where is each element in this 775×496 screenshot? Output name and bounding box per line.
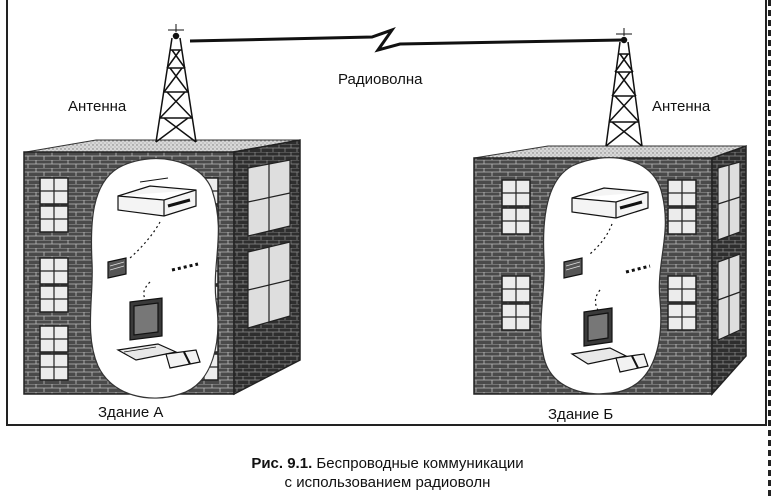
- building-a: [23, 24, 301, 399]
- figure-number: Рис. 9.1.: [251, 455, 313, 472]
- page-edge-mark: [768, 0, 771, 496]
- antenna-left-label: Антенна: [68, 98, 127, 115]
- building-b-interior-bubble: [540, 157, 666, 395]
- radio-wave-label: Радиоволна: [338, 71, 423, 88]
- building-a-side-windows: [247, 159, 291, 329]
- building-b-label: Здание Б: [548, 406, 614, 423]
- figure-frame: [6, 0, 767, 426]
- figure-caption: Рис. 9.1. Беспроводные коммуникации с ис…: [0, 454, 775, 492]
- antenna-right-label: Антенна: [652, 98, 711, 115]
- building-b: [473, 28, 747, 396]
- building-a-label: Здание А: [98, 404, 164, 421]
- building-a-interior-bubble: [89, 157, 219, 399]
- antenna-tower-a: [155, 24, 197, 143]
- building-a-devices: [107, 177, 201, 369]
- caption-line-2: с использованием радиоволн: [284, 474, 491, 491]
- caption-line-1: Беспроводные коммуникации: [316, 455, 524, 472]
- radio-wave-line: [189, 27, 623, 53]
- building-b-devices: [563, 187, 651, 373]
- antenna-tower-b: [605, 28, 643, 147]
- building-b-side-windows: [717, 161, 741, 341]
